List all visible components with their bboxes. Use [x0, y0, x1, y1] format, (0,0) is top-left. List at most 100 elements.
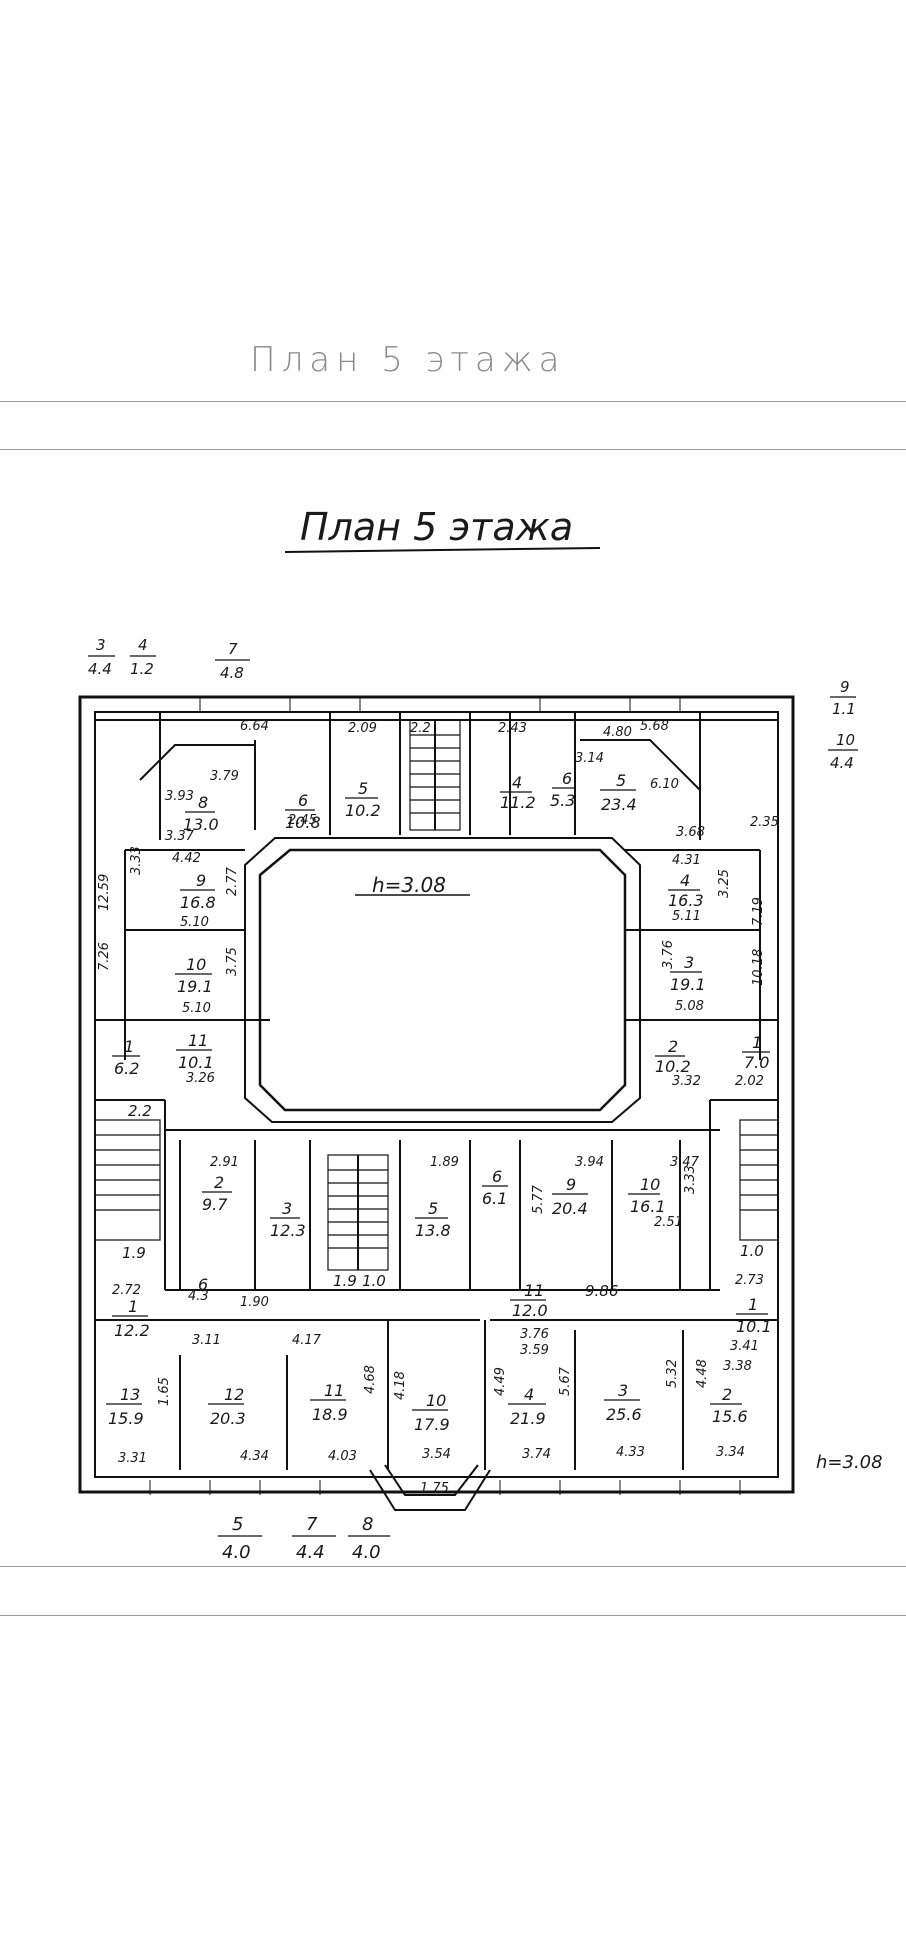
svg-text:3: 3 [282, 1199, 292, 1218]
room-label: 110.1 [736, 1295, 772, 1336]
svg-text:10.18: 10.18 [751, 949, 766, 986]
svg-text:1: 1 [748, 1295, 758, 1314]
svg-text:10.2: 10.2 [345, 801, 381, 820]
svg-text:2.35: 2.35 [750, 815, 779, 830]
svg-text:1.65: 1.65 [157, 1377, 172, 1406]
fraction-num: 10 [836, 731, 855, 749]
svg-text:6: 6 [492, 1167, 502, 1186]
svg-text:9: 9 [196, 871, 206, 890]
room-label: 325.6 [604, 1381, 642, 1424]
svg-text:21.9: 21.9 [510, 1409, 546, 1428]
divider-top [0, 401, 906, 402]
svg-text:3.37: 3.37 [165, 829, 195, 844]
fraction-den: 4.4 [88, 660, 112, 678]
fraction-num: 9 [840, 678, 850, 696]
svg-text:4.3: 4.3 [188, 1289, 209, 1304]
svg-text:5: 5 [358, 779, 368, 798]
staircases [94, 719, 779, 1271]
svg-text:4.03: 4.03 [328, 1449, 357, 1464]
svg-text:4.42: 4.42 [172, 851, 201, 866]
room-label: 29.7 [202, 1173, 232, 1214]
svg-text:9: 9 [566, 1175, 576, 1194]
svg-text:3.59: 3.59 [520, 1343, 549, 1358]
svg-text:4.48: 4.48 [695, 1359, 710, 1388]
svg-text:3.76: 3.76 [520, 1327, 549, 1342]
svg-text:10: 10 [186, 955, 206, 974]
svg-text:5.68: 5.68 [640, 719, 669, 734]
svg-text:10.2: 10.2 [655, 1057, 691, 1076]
fraction-den: 4.4 [830, 754, 854, 772]
svg-text:3.33: 3.33 [129, 846, 144, 875]
svg-text:4.80: 4.80 [603, 725, 632, 740]
svg-text:1.9: 1.9 [122, 1244, 146, 1262]
svg-text:5.32: 5.32 [665, 1359, 680, 1388]
window-marks [149, 697, 741, 1495]
partition-walls [95, 712, 778, 1511]
svg-text:6.10: 6.10 [650, 777, 679, 792]
room-label: 112.2 [112, 1297, 150, 1340]
svg-text:6: 6 [198, 1275, 208, 1294]
svg-text:3.41: 3.41 [730, 1339, 759, 1354]
svg-text:11: 11 [188, 1031, 208, 1050]
svg-text:10: 10 [640, 1175, 660, 1194]
svg-text:15.9: 15.9 [108, 1409, 144, 1428]
room-label: 312.3 [270, 1199, 306, 1240]
fraction-num: 8 [362, 1514, 373, 1535]
svg-text:1.89: 1.89 [430, 1155, 459, 1170]
divider-bottom-1 [0, 1566, 906, 1567]
svg-text:2.45: 2.45 [288, 813, 317, 828]
room-label: 65.3 [550, 769, 575, 810]
courtyard-height: h=3.08 [372, 873, 446, 897]
svg-text:8: 8 [198, 793, 208, 812]
svg-text:2.09: 2.09 [348, 721, 377, 736]
fraction-num: 5 [232, 1514, 243, 1535]
courtyard [244, 837, 641, 1123]
svg-text:3: 3 [618, 1381, 628, 1400]
svg-text:3.25: 3.25 [717, 869, 732, 898]
svg-text:1.75: 1.75 [420, 1481, 449, 1496]
svg-text:3.79: 3.79 [210, 769, 239, 784]
fraction-den: 4.4 [296, 1542, 325, 1563]
svg-text:10.1: 10.1 [178, 1053, 214, 1072]
svg-text:6: 6 [562, 769, 572, 788]
room-label: 66.1 [482, 1167, 508, 1208]
svg-text:6: 6 [298, 791, 308, 810]
svg-text:5: 5 [616, 771, 626, 790]
svg-text:3.32: 3.32 [672, 1074, 701, 1089]
svg-text:12.59: 12.59 [97, 874, 112, 911]
dimension-labels: 6.64 2.09 2.2 2.43 4.80 5.68 3.14 6.10 3… [97, 719, 779, 1496]
svg-text:2.72: 2.72 [112, 1283, 141, 1298]
svg-text:7.26: 7.26 [97, 942, 112, 971]
svg-text:10.1: 10.1 [736, 1317, 772, 1336]
fraction-num: 7 [306, 1514, 318, 1535]
room-label: 813.0 [183, 793, 219, 834]
plan-title: План 5 этажа [300, 505, 573, 549]
svg-text:3.11: 3.11 [192, 1333, 221, 1348]
svg-text:9.86: 9.86 [585, 1282, 618, 1300]
room-label: 210.2 [655, 1037, 691, 1076]
svg-text:4.49: 4.49 [493, 1367, 508, 1396]
svg-text:2.77: 2.77 [225, 866, 240, 896]
svg-text:17.9: 17.9 [414, 1415, 450, 1434]
svg-text:4.33: 4.33 [616, 1445, 645, 1460]
room-label: 16.2 [112, 1037, 140, 1078]
svg-text:15.6: 15.6 [712, 1407, 748, 1426]
svg-text:16.8: 16.8 [180, 893, 216, 912]
svg-text:19.1: 19.1 [670, 975, 706, 994]
room-label: 523.4 [600, 771, 637, 814]
room-label: 513.8 [415, 1199, 451, 1240]
svg-text:13: 13 [120, 1385, 140, 1404]
svg-text:1.0: 1.0 [740, 1242, 764, 1260]
svg-text:4: 4 [524, 1385, 534, 1404]
svg-text:2.2: 2.2 [128, 1102, 152, 1120]
svg-text:13.0: 13.0 [183, 815, 219, 834]
svg-text:5.08: 5.08 [675, 999, 704, 1014]
fraction-num: 7 [228, 640, 238, 658]
svg-text:18.9: 18.9 [312, 1405, 348, 1424]
svg-text:10.8: 10.8 [285, 813, 321, 832]
svg-text:5.10: 5.10 [182, 1001, 211, 1016]
